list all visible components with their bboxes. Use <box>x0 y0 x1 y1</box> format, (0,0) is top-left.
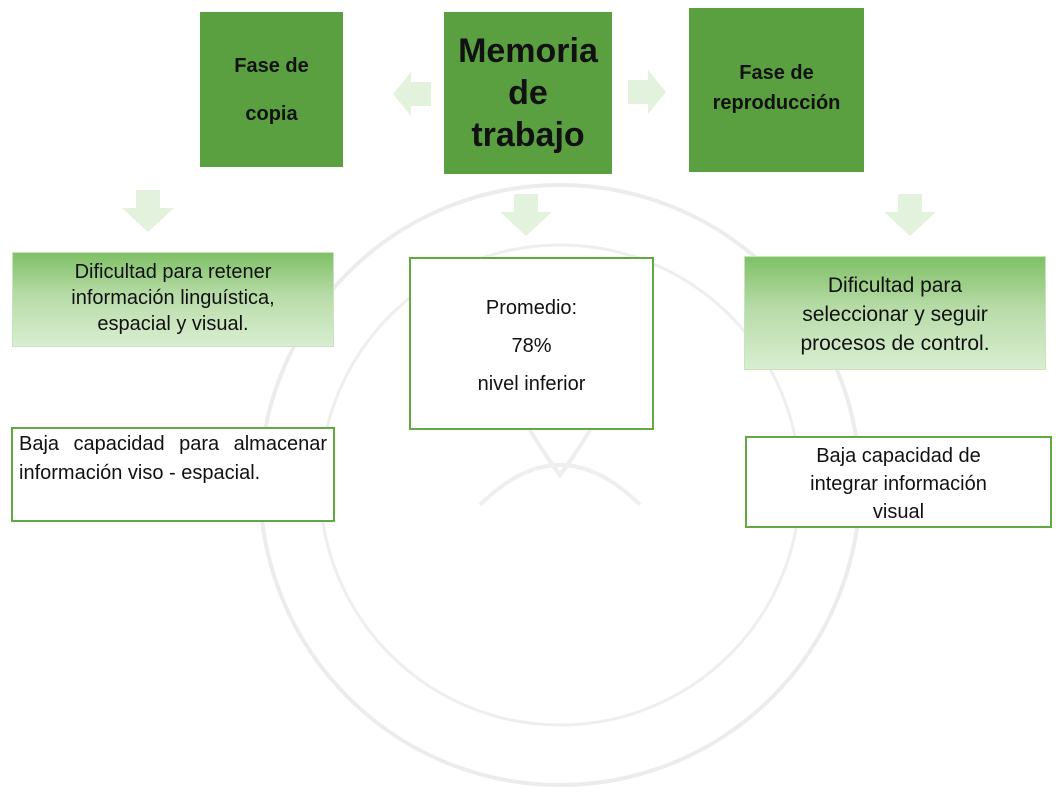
arrow-down-icon <box>122 190 174 232</box>
note-line: Baja capacidad para almacenar informació… <box>19 433 327 484</box>
note-line: procesos de control. <box>800 332 990 355</box>
note-promedio: Promedio: 78% nivel inferior <box>409 257 654 430</box>
node-memoria-line: trabajo <box>471 116 585 154</box>
note-baja-capacidad-integrar: Baja capacidad de integrar información v… <box>745 436 1052 528</box>
node-fase-reproduccion-line: Fase de <box>739 62 814 84</box>
note-line: visual <box>872 501 925 523</box>
note-dificultad-seleccionar: Dificultad para seleccionar y seguir pro… <box>744 256 1046 370</box>
node-fase-copia-line: copia <box>245 102 298 125</box>
note-line: Dificultad para retener <box>74 261 272 283</box>
arrow-down-icon <box>500 194 552 236</box>
node-fase-reproduccion: Fase de reproducción <box>689 8 864 172</box>
node-memoria-line: Memoria <box>458 32 598 70</box>
node-memoria-trabajo: Memoria de trabajo <box>444 12 612 174</box>
note-line: integrar información <box>810 473 987 495</box>
note-dificultad-retener: Dificultad para retener información ling… <box>12 252 334 347</box>
node-fase-copia: Fase de copia <box>200 12 343 167</box>
note-line: información linguística, <box>71 287 275 309</box>
note-line: espacial y visual. <box>97 313 249 335</box>
note-line: Promedio: <box>485 297 578 319</box>
note-baja-capacidad-almacenar: Baja capacidad para almacenar informació… <box>11 427 335 522</box>
note-line: seleccionar y seguir <box>802 303 988 326</box>
arrow-left-icon <box>393 72 431 116</box>
note-line: Baja capacidad de <box>816 445 981 467</box>
node-memoria-line: de <box>508 74 548 112</box>
note-line: Dificultad para <box>827 274 963 297</box>
node-fase-reproduccion-line: reproducción <box>712 92 841 114</box>
arrow-right-icon <box>628 70 666 114</box>
note-line: nivel inferior <box>477 373 586 395</box>
node-fase-copia-line: Fase de <box>234 54 309 77</box>
arrow-down-icon <box>884 194 936 236</box>
note-line: 78% <box>511 335 552 357</box>
